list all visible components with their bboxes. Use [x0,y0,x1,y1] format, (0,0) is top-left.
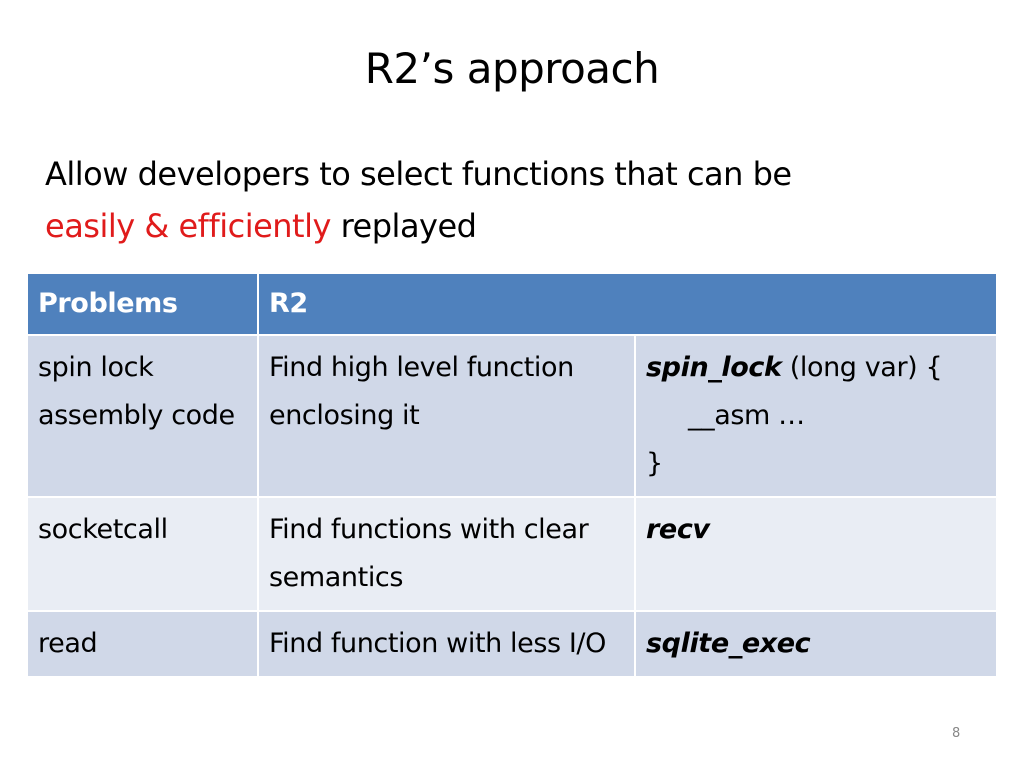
table-row: spin lock assembly code Find high level … [26,334,998,498]
example-function-name: recv [646,514,710,545]
header-r2: R2 [257,272,998,336]
example-cell: sqlite_exec [634,610,998,678]
bullet-text-start: Allow developers to select functions tha… [45,155,792,193]
example-function-name: spin_lock [646,352,782,383]
example-line-3: } [646,448,663,479]
approach-cell: Find function with less I/O [257,610,636,678]
page-number: 8 [952,726,961,741]
table-header-row: Problems R2 [26,272,998,336]
table-row: socketcall Find functions with clear sem… [26,496,998,612]
slide-title: R2’s approach [364,44,660,93]
example-function-name: sqlite_exec [646,628,811,659]
problem-cell: socketcall [26,496,259,612]
example-cell: recv [634,496,998,612]
header-problems: Problems [26,272,259,336]
bullet-text-end: replayed [330,207,477,245]
example-signature: (long var) { [781,352,943,383]
example-line-2: __asm … [688,400,805,431]
example-line-1: spin_lock (long var) { [646,344,986,392]
approach-cell: Find high level function enclosing it [257,334,636,498]
problem-cell: read [26,610,259,678]
bullet-highlight: easily & efficiently [45,207,331,245]
example-cell: spin_lock (long var) { __asm … } [634,334,998,498]
approach-cell: Find functions with clear semantics [257,496,636,612]
problems-table: Problems R2 spin lock assembly code Find… [26,272,998,678]
bullet-text: Allow developers to select functions tha… [45,148,985,252]
table-row: read Find function with less I/O sqlite_… [26,610,998,678]
problem-cell: spin lock assembly code [26,334,259,498]
